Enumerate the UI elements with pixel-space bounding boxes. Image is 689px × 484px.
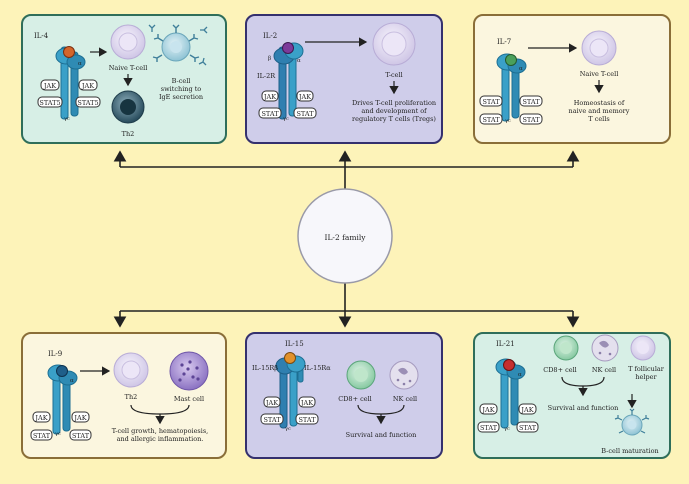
jak-stat-il2: JAK JAK STAT STAT — [258, 90, 317, 119]
svg-text:JAK: JAK — [263, 93, 276, 101]
cd8-label: CD8+ cell — [543, 366, 576, 374]
svg-text:JAK: JAK — [43, 82, 56, 90]
svg-text:JAK: JAK — [298, 93, 311, 101]
svg-text:STAT: STAT — [72, 432, 90, 440]
svg-text:JAK: JAK — [300, 399, 313, 407]
naive-tcell-label: Naive T-cell — [580, 70, 619, 78]
jak-stat-il15: JAK JAK STAT STAT — [260, 396, 319, 425]
svg-text:STAT: STAT — [482, 116, 500, 124]
panel-title: IL-4 — [34, 32, 49, 40]
svg-text:γc: γc — [505, 118, 511, 124]
th2-label: Th2 — [122, 130, 135, 138]
svg-text:γc: γc — [285, 426, 291, 432]
svg-text:α: α — [518, 372, 522, 378]
nk-label: NK cell — [592, 366, 616, 374]
svg-text:STAT5: STAT5 — [77, 99, 98, 107]
jak-stat-il7: STAT STAT STAT STAT — [479, 95, 543, 125]
svg-text:STAT5: STAT5 — [39, 99, 60, 107]
jak-stat-il9: JAK JAK STAT STAT — [30, 411, 92, 441]
svg-text:STAT: STAT — [33, 432, 51, 440]
receptor-il4: α γc — [55, 46, 86, 122]
panel-title: IL-21 — [496, 340, 515, 348]
cytokine-il2-icon — [282, 42, 294, 54]
naive-tcell-label: Naive T-cell — [109, 64, 148, 72]
il21-description: Survival and function — [548, 404, 619, 412]
center-label: IL-2 family — [324, 233, 366, 242]
receptor-il9: α γc — [47, 364, 78, 437]
panel-il15: IL-15 γc IL-15Rβ IL-15Rα JAK JAK STAT ST… — [245, 332, 443, 459]
mast-cell-label: Mast cell — [174, 395, 204, 403]
receptor-il2: β α γc — [268, 42, 304, 122]
tcell-label: T-cell — [385, 71, 402, 79]
center-node: IL-2 family — [297, 188, 393, 284]
panel-title: IL-7 — [497, 38, 511, 46]
receptor-il21: α γc — [495, 358, 526, 432]
svg-text:JAK: JAK — [73, 414, 86, 422]
svg-text:JAK: JAK — [81, 82, 94, 90]
svg-text:STAT: STAT — [261, 110, 279, 118]
svg-text:STAT: STAT — [522, 98, 540, 106]
panel-il21: IL-21 α γc JAK JAK STAT STAT CD8+ cell N… — [473, 332, 671, 459]
svg-text:JAK: JAK — [481, 406, 494, 414]
cytokine-il21-icon — [503, 359, 515, 371]
receptor-il7: α γc — [496, 53, 527, 124]
il9-description: T-cell growth, hematopoiesis,and allergi… — [112, 427, 209, 443]
panel-title: IL-2 — [263, 32, 277, 40]
jak-stat-il4: JAK JAK STAT5 STAT5 — [37, 79, 101, 108]
svg-text:STAT: STAT — [296, 110, 314, 118]
cd8-label: CD8+ cell — [338, 395, 371, 403]
svg-text:α: α — [297, 58, 301, 64]
svg-text:STAT: STAT — [298, 416, 316, 424]
panel-il7: IL-7 α γc STAT STAT STAT STAT Naive T-ce… — [473, 14, 671, 144]
jak-stat-il21: JAK JAK STAT STAT — [477, 403, 539, 433]
th2-label: Th2 — [125, 393, 138, 401]
svg-text:STAT: STAT — [482, 98, 500, 106]
il15-description: Survival and function — [346, 431, 417, 439]
svg-text:γc: γc — [64, 116, 70, 122]
bcell-maturation-label: B-cell maturation — [601, 447, 658, 455]
svg-text:γc: γc — [283, 116, 289, 122]
cytokine-il9-icon — [56, 365, 68, 377]
panel-title: IL-9 — [48, 350, 62, 358]
bcell-maturation-icon — [614, 408, 650, 436]
svg-text:STAT: STAT — [519, 424, 537, 432]
svg-text:JAK: JAK — [520, 406, 533, 414]
svg-text:γc: γc — [504, 426, 510, 432]
panel-il2: IL-2 β α γc IL-2R JAK JAK STAT STAT T-ce… — [245, 14, 443, 144]
nk-label: NK cell — [393, 395, 417, 403]
cytokine-il4-icon — [63, 46, 75, 58]
mast-granules — [178, 360, 200, 382]
panel-il4: IL-4 α γc JAK JAK STAT5 STAT5 Naive T-ce… — [21, 14, 227, 144]
svg-text:α: α — [519, 66, 523, 72]
svg-text:α: α — [78, 61, 82, 67]
svg-text:JAK: JAK — [265, 399, 278, 407]
bcell-antibody-icon — [148, 24, 208, 66]
svg-text:STAT: STAT — [263, 416, 281, 424]
svg-text:STAT: STAT — [522, 116, 540, 124]
svg-text:γc: γc — [55, 431, 61, 437]
nk-cell-icon — [591, 334, 619, 362]
connector-tree — [113, 150, 580, 328]
nk-cell-icon — [389, 360, 419, 390]
receptor-label: IL-2R — [257, 72, 276, 80]
receptor-alpha-label: IL-15Rα — [304, 364, 331, 372]
cytokine-il7-icon — [505, 54, 517, 66]
svg-text:STAT: STAT — [480, 424, 498, 432]
receptor-beta-label: IL-15Rβ — [252, 364, 278, 372]
svg-text:β: β — [268, 56, 271, 62]
svg-text:JAK: JAK — [34, 414, 47, 422]
mast-cell-icon — [169, 351, 209, 391]
receptor-il15: γc — [275, 352, 306, 432]
svg-text:α: α — [70, 378, 74, 384]
panel-il9: IL-9 α γc JAK JAK STAT STAT Th2 — [21, 332, 227, 459]
panel-title: IL-15 — [285, 340, 304, 348]
cytokine-il15-icon — [284, 352, 296, 364]
